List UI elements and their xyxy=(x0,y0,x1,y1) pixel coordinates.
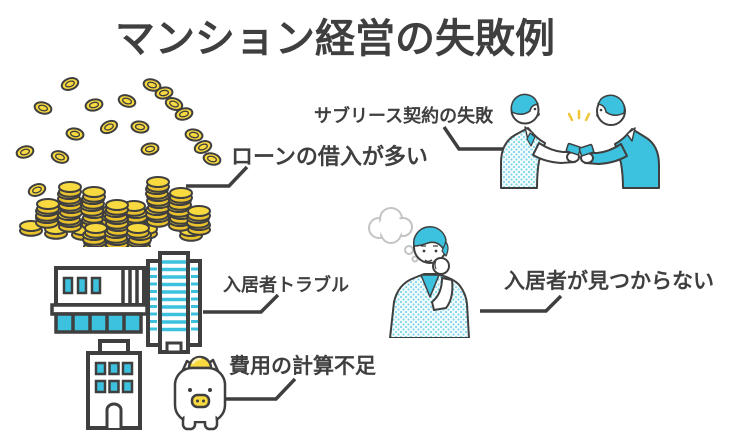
page-title: マンション経営の失敗例 xyxy=(115,17,555,61)
small-building xyxy=(86,339,142,430)
businessman-left xyxy=(500,93,582,189)
label-loan: ローンの借入が多い xyxy=(231,144,428,169)
thought-bubble-icon xyxy=(368,207,419,263)
callout-line-tenant-trouble xyxy=(203,293,280,314)
tower-building xyxy=(146,251,202,354)
label-sublease: サブリース契約の失敗 xyxy=(314,106,494,126)
buildings-illustration xyxy=(50,251,202,430)
label-tenant-trouble: 入居者トラブル xyxy=(223,275,349,295)
label-cost: 費用の計算不足 xyxy=(229,355,376,378)
thinking-man-illustration xyxy=(368,207,470,338)
businessmen-illustration xyxy=(500,93,660,189)
piggy-snout xyxy=(190,393,211,409)
businessman-right xyxy=(578,94,660,189)
coins-illustration xyxy=(15,74,223,247)
label-vacancy: 入居者が見つからない xyxy=(504,270,714,293)
scattered-coins xyxy=(15,74,223,200)
card-sparkle-icon xyxy=(567,109,591,122)
callout-line-cost xyxy=(226,377,297,401)
thinking-man xyxy=(389,225,470,338)
low-rise-building xyxy=(50,266,149,334)
piggy-bank-illustration xyxy=(173,355,227,431)
